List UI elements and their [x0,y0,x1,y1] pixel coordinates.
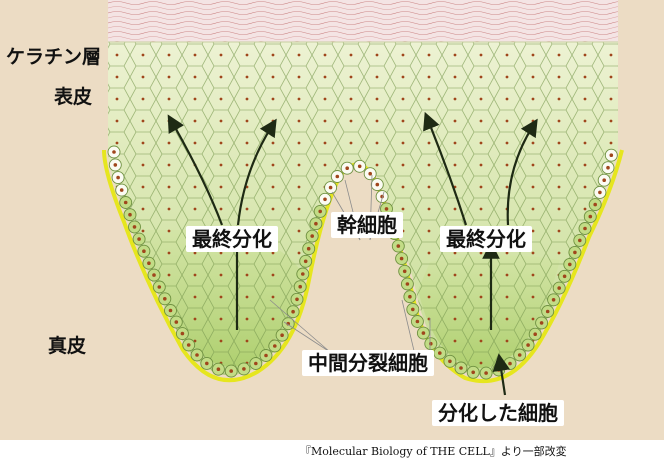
cell-nucleus [552,298,556,302]
cell-nucleus [310,234,314,238]
source-caption: 『Molecular Biology of THE CELL』より一部改変 [300,443,567,459]
cell-nucleus [358,165,362,169]
label-keratin-layer: ケラチン層 [6,48,101,67]
cell-nucleus [318,210,322,214]
cell-nucleus [187,343,191,347]
cell-nucleus [304,260,308,264]
cell-nucleus [217,367,221,371]
cell-nucleus [314,222,318,226]
cell-nucleus [593,203,597,207]
cell-nucleus [422,331,426,335]
cell-nucleus [508,362,512,366]
label-stem-cell: 幹細胞 [331,212,403,238]
cell-nucleus [397,244,401,248]
cell-nucleus [368,172,372,176]
cell-nucleus [291,310,295,314]
cell-nucleus [264,354,268,358]
cell-nucleus [385,207,389,211]
cell-nucleus [137,237,141,241]
cell-nucleus [573,251,577,255]
cell-nucleus [546,310,550,314]
label-differentiated-cell: 分化した細胞 [432,400,564,426]
cell-nucleus [120,188,124,192]
cell-nucleus [563,275,567,279]
cell-nucleus [133,225,137,229]
cell-nucleus [376,183,380,187]
label-epidermis: 表皮 [54,88,92,107]
cell-nucleus [280,333,284,337]
cell-nucleus [406,282,410,286]
cell-nucleus [175,320,179,324]
cell-nucleus [147,261,151,265]
cell-nucleus [124,201,128,205]
cell-nucleus [229,369,233,373]
label-terminal-differentiation-left: 最終分化 [186,226,278,252]
cell-nucleus [181,332,185,336]
cell-nucleus [411,308,415,312]
cell-nucleus [128,213,132,217]
cell-nucleus [169,309,173,313]
cell-nucleus [448,360,452,364]
cell-nucleus [301,272,305,276]
cell-nucleus [403,270,407,274]
cell-nucleus [429,342,433,346]
cell-nucleus [116,176,120,180]
cell-nucleus [602,178,606,182]
cell-nucleus [195,353,199,357]
cell-nucleus [345,166,349,170]
cell-nucleus [583,227,587,231]
cell-nucleus [112,150,116,154]
cell-nucleus [459,366,463,370]
cell-nucleus [540,321,544,325]
cell-nucleus [578,239,582,243]
cell-nucleus [438,351,442,355]
cell-nucleus [158,285,162,289]
cell-nucleus [273,344,277,348]
cell-nucleus [589,215,593,219]
cell-nucleus [307,247,311,251]
cell-nucleus [152,273,156,277]
cell-nucleus [114,163,118,167]
cell-nucleus [557,286,561,290]
cell-nucleus [254,362,258,366]
cell-nucleus [471,371,475,375]
cell-nucleus [329,186,333,190]
cell-nucleus [598,191,602,195]
cell-nucleus [142,249,146,253]
cell-nucleus [533,332,537,336]
cell-nucleus [323,198,327,202]
cell-nucleus [336,175,340,179]
cell-nucleus [416,320,420,324]
cell-nucleus [295,298,299,302]
keratin-layer-texture [108,0,618,42]
label-transit-amplifying-cell: 中間分裂細胞 [302,350,434,376]
cell-nucleus [606,166,610,170]
label-dermis: 真皮 [48,337,86,356]
cell-nucleus [400,257,404,261]
cell-nucleus [163,297,167,301]
cell-nucleus [526,343,530,347]
cell-nucleus [568,263,572,267]
label-terminal-differentiation-right: 最終分化 [440,226,532,252]
cell-nucleus [408,295,412,299]
cell-nucleus [484,371,488,375]
cell-nucleus [610,153,614,157]
cell-nucleus [518,353,522,357]
cell-nucleus [205,362,209,366]
cell-nucleus [298,285,302,289]
cell-nucleus [242,367,246,371]
